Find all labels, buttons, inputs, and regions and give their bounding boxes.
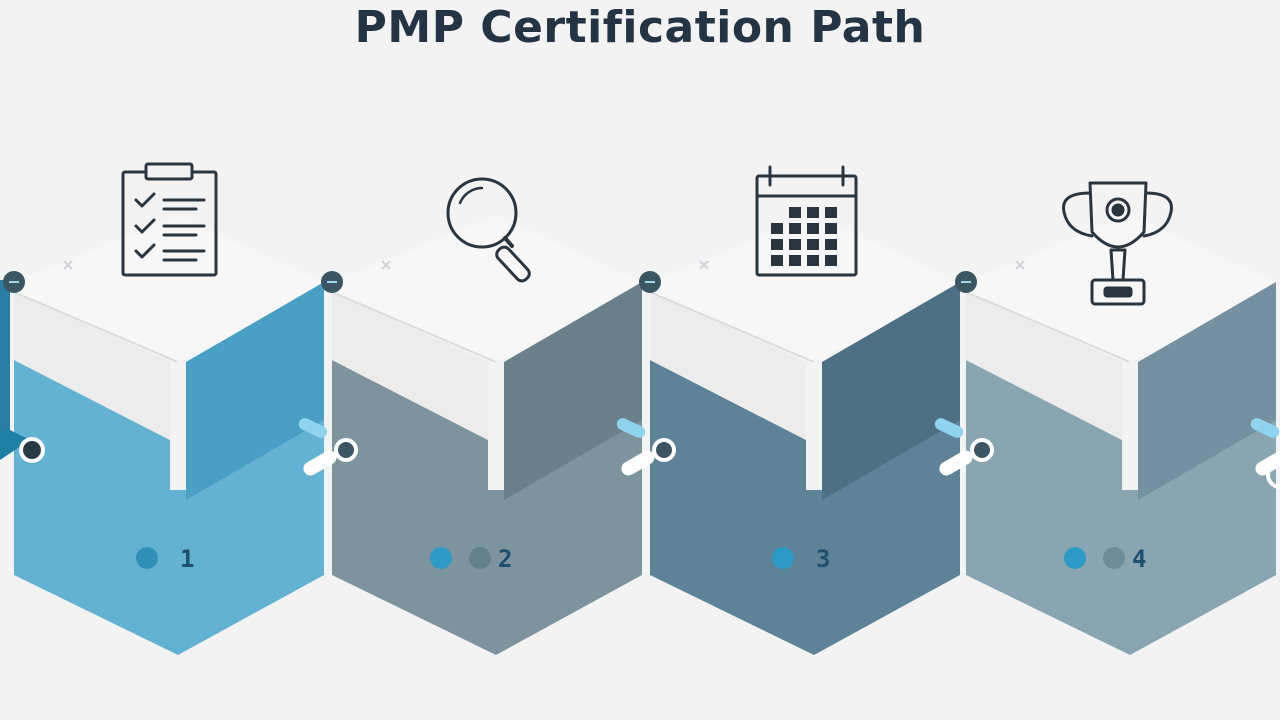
indicator-dot	[1064, 547, 1086, 569]
block-top-face	[14, 215, 324, 362]
calendar-icon	[755, 165, 858, 277]
indicator-dot	[469, 547, 491, 569]
step-number: 3	[816, 545, 830, 573]
connector-knob	[0, 280, 45, 463]
decor-x-mark	[381, 260, 391, 270]
step-indicator: 3	[772, 545, 830, 573]
edge-ring	[1266, 461, 1280, 489]
block-bevel	[966, 292, 1122, 440]
block-side-panel	[822, 282, 960, 500]
connector-knob	[1250, 418, 1280, 476]
block-seam	[331, 291, 497, 363]
block-top-face	[332, 215, 642, 362]
block-top-face	[650, 215, 960, 362]
step-indicator: 2	[430, 545, 512, 573]
trophy-icon	[1062, 181, 1173, 306]
connector-knob	[616, 418, 676, 476]
decor-x-mark	[63, 260, 73, 270]
step-2	[331, 215, 642, 655]
block-bevel	[332, 292, 488, 440]
step-indicator: 4	[1064, 545, 1146, 573]
step-indicator: 1	[136, 545, 194, 573]
block-side-panel	[1138, 282, 1276, 500]
magnifying-glass-icon	[446, 177, 531, 283]
indicator-dot	[430, 547, 452, 569]
step-1	[13, 215, 324, 655]
diagram-title: PMP Certification Path	[354, 2, 926, 53]
edge-panel	[0, 280, 10, 430]
step-number: 1	[180, 545, 194, 573]
block-bevel	[650, 292, 806, 440]
block-side-panel	[504, 282, 642, 500]
step-badge	[321, 271, 343, 293]
indicator-dot	[136, 547, 158, 569]
connector-knob	[934, 418, 994, 476]
step-badge	[639, 271, 661, 293]
block-side-panel	[186, 282, 324, 500]
decor-x-mark	[699, 260, 709, 270]
block-seam	[649, 291, 815, 363]
step-badge	[955, 271, 977, 293]
step-number: 4	[1132, 545, 1146, 573]
indicator-dot	[1103, 547, 1125, 569]
connector-knob	[298, 418, 358, 476]
decor-x-mark	[1015, 260, 1025, 270]
block-seam	[965, 291, 1131, 363]
indicator-dot	[772, 547, 794, 569]
step-3	[649, 215, 960, 655]
clipboard-checklist-icon	[121, 162, 218, 277]
block-seam	[13, 291, 179, 363]
step-badge	[3, 271, 25, 293]
step-number: 2	[498, 545, 512, 573]
block-bevel	[14, 292, 170, 440]
